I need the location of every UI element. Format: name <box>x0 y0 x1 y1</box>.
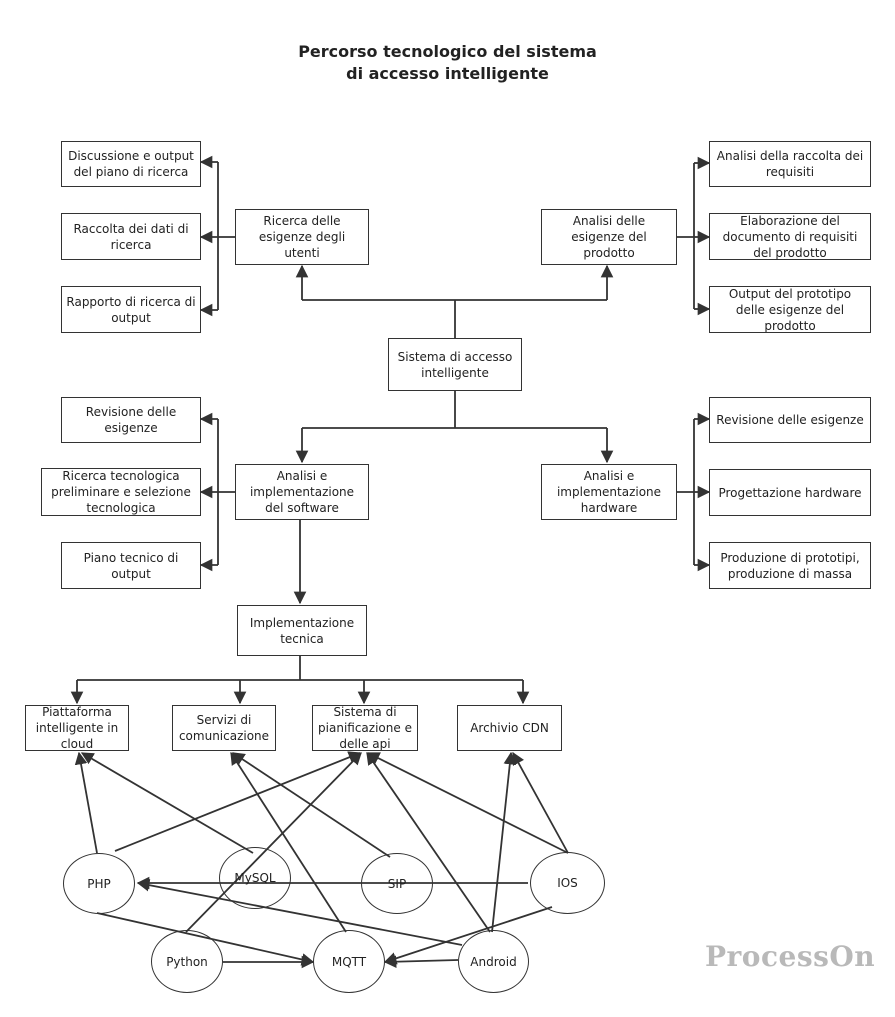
target-cdn-archive: Archivio CDN <box>457 705 562 751</box>
tech-node-mqtt: MQTT <box>313 930 385 993</box>
tech-node-android: Android <box>458 930 529 993</box>
diagram-title-line-1: Percorso tecnologico del sistema <box>298 42 597 61</box>
root-node: Sistema di accesso intelligente <box>388 338 522 391</box>
hub-software: Analisi e implementazione del software <box>235 464 369 520</box>
edge-python-api <box>185 752 362 933</box>
user-research-item-2: Raccolta dei dati di ricerca <box>61 213 201 260</box>
target-communication: Servizi di comunicazione <box>172 705 276 751</box>
hardware-item-2: Progettazione hardware <box>709 469 871 516</box>
software-item-3: Piano tecnico di output <box>61 542 201 589</box>
target-cloud-platform: Piattaforma intelligente in cloud <box>25 705 129 751</box>
edge-mysql-cloud <box>80 752 254 854</box>
edge-php-cloud <box>74 751 98 854</box>
edge-android-mqtt <box>383 955 459 968</box>
edge-android-api <box>366 751 491 933</box>
software-item-1: Revisione delle esigenze <box>61 397 201 443</box>
edge-android-cdn <box>491 751 517 933</box>
hub-product-analysis: Analisi delle esigenze del prodotto <box>541 209 677 265</box>
target-scheduling-api: Sistema di pianificazione e delle api <box>312 705 418 751</box>
product-analysis-item-1: Analisi della raccolta dei requisiti <box>709 141 871 187</box>
edge-ios-mqtt <box>383 906 553 965</box>
tech-node-sip: SIP <box>361 853 433 914</box>
tech-node-mysql: MySQL <box>219 847 291 909</box>
edge-mqtt-comm <box>230 751 347 933</box>
edge-android-php <box>136 878 463 946</box>
implementation-node: Implementazione tecnica <box>237 605 367 656</box>
processon-watermark: ProcessOn <box>705 940 876 973</box>
user-research-item-1: Discussione e output del piano di ricerc… <box>61 141 201 187</box>
tech-node-python: Python <box>151 930 223 993</box>
edge-ios-api <box>366 752 569 854</box>
edge-ios-cdn <box>512 751 569 854</box>
hardware-item-3: Produzione di prototipi, produzione di m… <box>709 542 871 589</box>
product-analysis-item-2: Elaborazione del documento di requisiti … <box>709 213 871 260</box>
diagram-title-line-2: di accesso intelligente <box>346 64 549 83</box>
edge-sip-comm <box>231 752 391 858</box>
software-item-2: Ricerca tecnologica preliminare e selezi… <box>41 468 201 516</box>
hardware-item-1: Revisione delle esigenze <box>709 397 871 443</box>
hub-hardware: Analisi e implementazione hardware <box>541 464 677 520</box>
tech-node-ios: IOS <box>530 852 605 914</box>
product-analysis-item-3: Output del prototipo delle esigenze del … <box>709 286 871 333</box>
edge-php-api <box>114 751 362 852</box>
hub-user-research: Ricerca delle esigenze degli utenti <box>235 209 369 265</box>
tech-node-php: PHP <box>63 853 135 914</box>
user-research-item-3: Rapporto di ricerca di output <box>61 286 201 333</box>
